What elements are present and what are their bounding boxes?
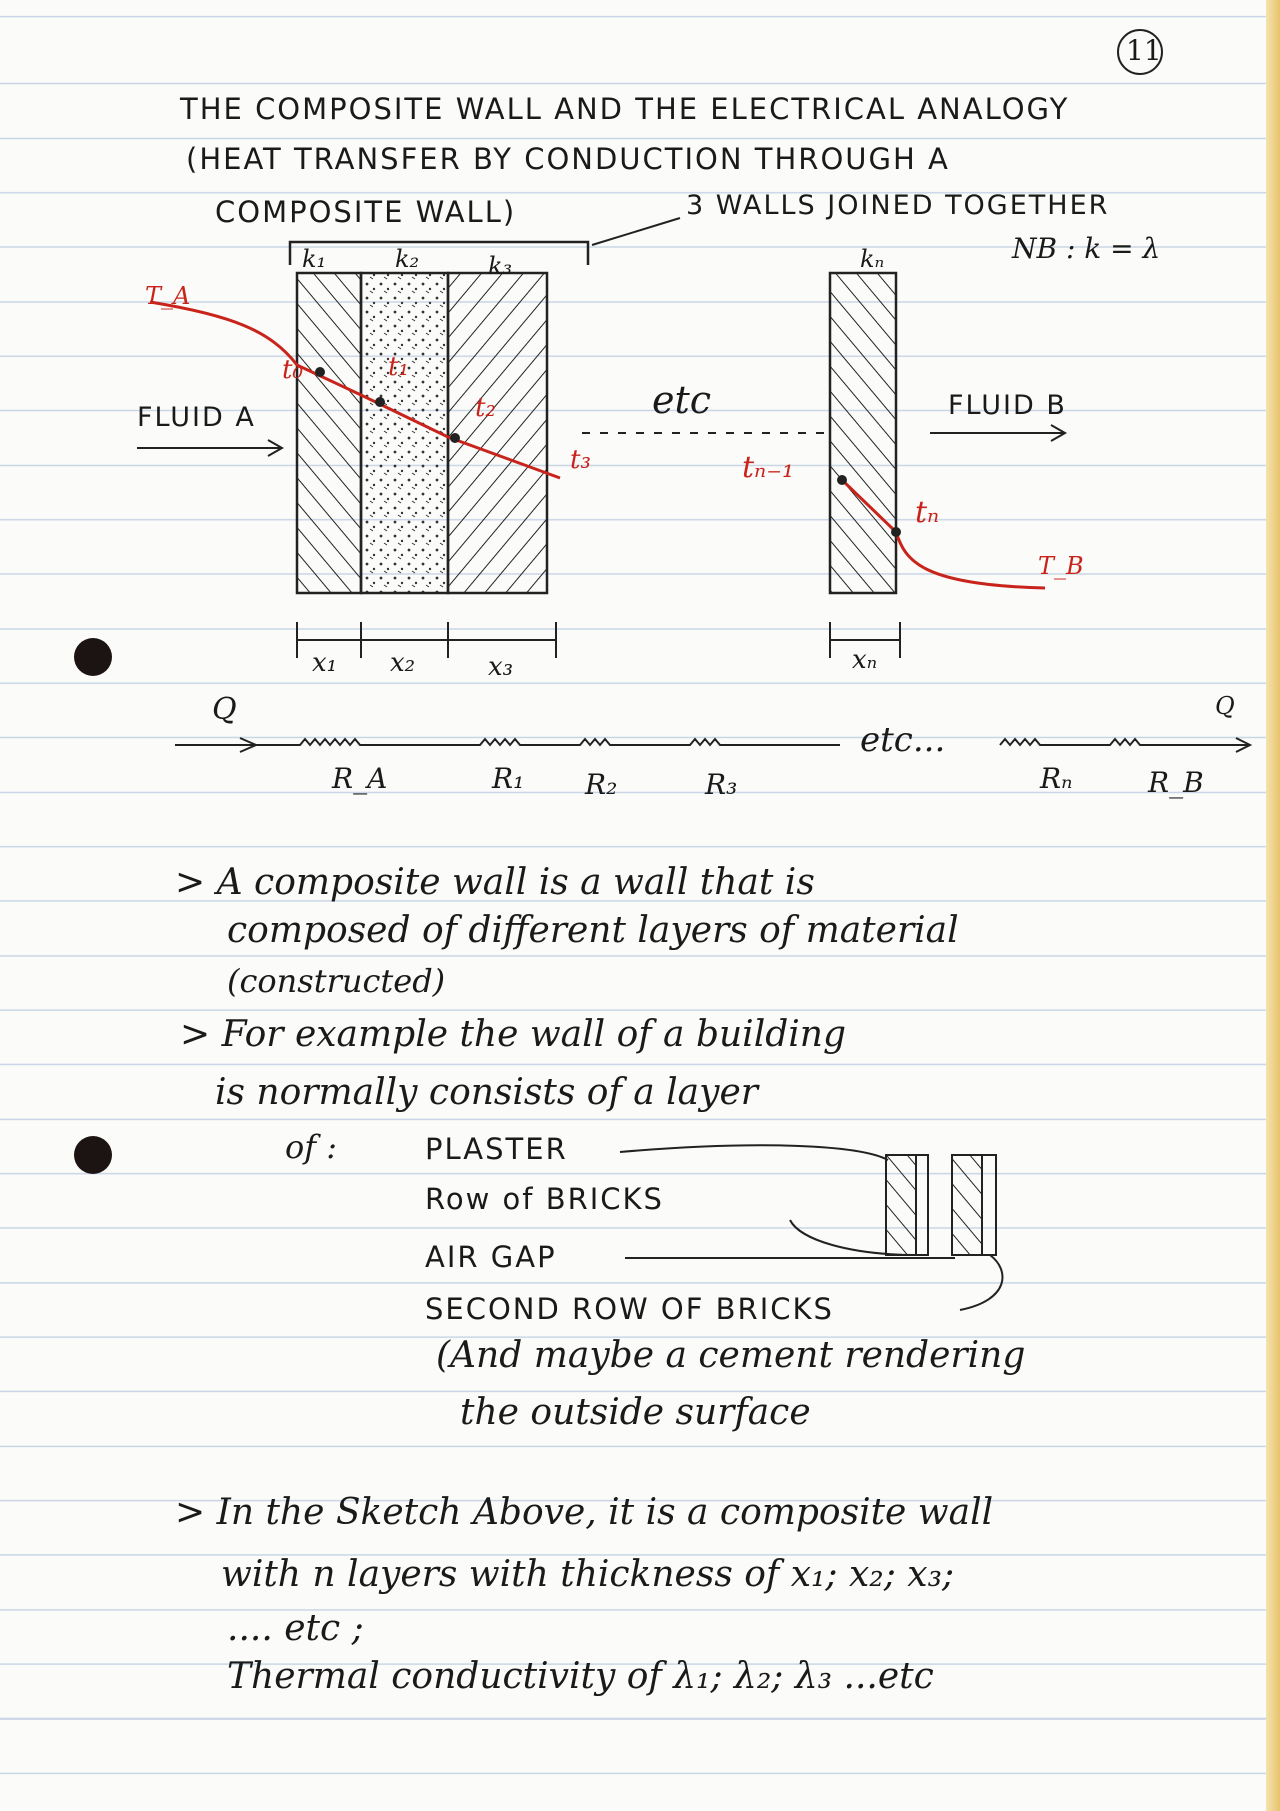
label-etc: etc: [652, 378, 712, 422]
label-Rn: Rₙ: [1040, 762, 1073, 795]
temperature-profile-curve-n: [838, 476, 1046, 590]
nb-note: NB : k = λ: [1012, 232, 1161, 265]
page-number: 11: [1126, 34, 1162, 67]
thermal-resistance-circuit: [175, 737, 840, 747]
note-p2-line1: > For example the wall of a building: [180, 1014, 846, 1055]
note-p2-line2: is normally consists of a layer: [215, 1072, 758, 1113]
note-p3-line2: with n layers with thickness of x₁; x₂; …: [221, 1554, 955, 1595]
label-TA: T_A: [145, 282, 191, 310]
label-k2: k₂: [395, 245, 420, 273]
layer-air-gap: AIR GAP: [425, 1240, 557, 1274]
label-k3: k₃: [488, 252, 513, 280]
note-p2-line3: (And maybe a cement rendering: [436, 1335, 1026, 1376]
note-p2-line4: the outside surface: [460, 1392, 811, 1433]
wall-layer-n: [828, 271, 898, 595]
layer-second-row-of-bricks: SECOND ROW OF BRICKS: [425, 1292, 834, 1326]
label-kn: kₙ: [860, 245, 885, 273]
wall-layer-2: [359, 271, 450, 595]
label-fluid-a: FLUID A: [137, 402, 256, 433]
note-p3-line4: Thermal conductivity of λ₁; λ₂; λ₃ ...et…: [227, 1656, 934, 1697]
label-t0: t₀: [282, 355, 303, 385]
title-line-2: (HEAT TRANSFER BY CONDUCTION THROUGH A: [186, 142, 950, 176]
label-x3: x₃: [488, 652, 514, 682]
label-R1: R₁: [492, 762, 525, 795]
label-R3: R₃: [705, 768, 738, 801]
punch-hole: [74, 1136, 112, 1174]
thermal-resistance-circuit-end: [999, 737, 1250, 747]
layer-pointer-arrows: [619, 1144, 1004, 1311]
note-p1-line3: (constructed): [227, 962, 446, 1000]
label-q-out: Q: [1215, 692, 1235, 720]
label-tn-1: tₙ₋₁: [742, 450, 795, 485]
binder-edge: [1266, 0, 1280, 1811]
label-k1: k₁: [302, 245, 327, 273]
punch-hole: [74, 638, 112, 676]
annotation-walls-joined: 3 WALLS JOINED TOGETHER: [686, 190, 1110, 221]
note-p1-line2: composed of different layers of material: [227, 910, 959, 951]
label-t3: t₃: [570, 445, 591, 475]
label-RB: R_B: [1148, 766, 1204, 799]
label-R2: R₂: [585, 768, 618, 801]
note-p2-of: of :: [285, 1128, 338, 1166]
page-number-circle: [1117, 29, 1163, 75]
label-q-in: Q: [212, 692, 237, 727]
layers-bracket: [288, 240, 590, 265]
label-t2: t₂: [475, 393, 496, 423]
label-RA: R_A: [332, 762, 388, 795]
label-tn: tₙ: [915, 495, 940, 530]
label-x2: x₂: [390, 648, 416, 678]
title-line-1: THE COMPOSITE WALL AND THE ELECTRICAL AN…: [180, 92, 1070, 126]
brick-wall-sketch: [885, 1154, 997, 1256]
layer-row-of-bricks: Row of BRICKS: [425, 1182, 664, 1216]
label-xn: xₙ: [852, 645, 878, 675]
note-p1-line1: > A composite wall is a wall that is: [175, 862, 815, 903]
label-x1: x₁: [312, 648, 338, 678]
annotation-leader: [591, 217, 681, 246]
title-line-3: COMPOSITE WALL): [215, 195, 517, 229]
label-circuit-etc: etc...: [860, 720, 946, 760]
label-t1: t₁: [388, 352, 409, 382]
wall-layer-3: [446, 271, 549, 595]
label-fluid-b: FLUID B: [948, 390, 1067, 421]
temperature-profile-curve: [149, 300, 561, 480]
note-p3-line1: > In the Sketch Above, it is a composite…: [175, 1492, 994, 1533]
note-p3-line3: .... etc ;: [227, 1608, 364, 1649]
layer-plaster: PLASTER: [425, 1132, 568, 1166]
wall-layer-1: [295, 271, 363, 595]
label-TB: T_B: [1038, 552, 1084, 580]
